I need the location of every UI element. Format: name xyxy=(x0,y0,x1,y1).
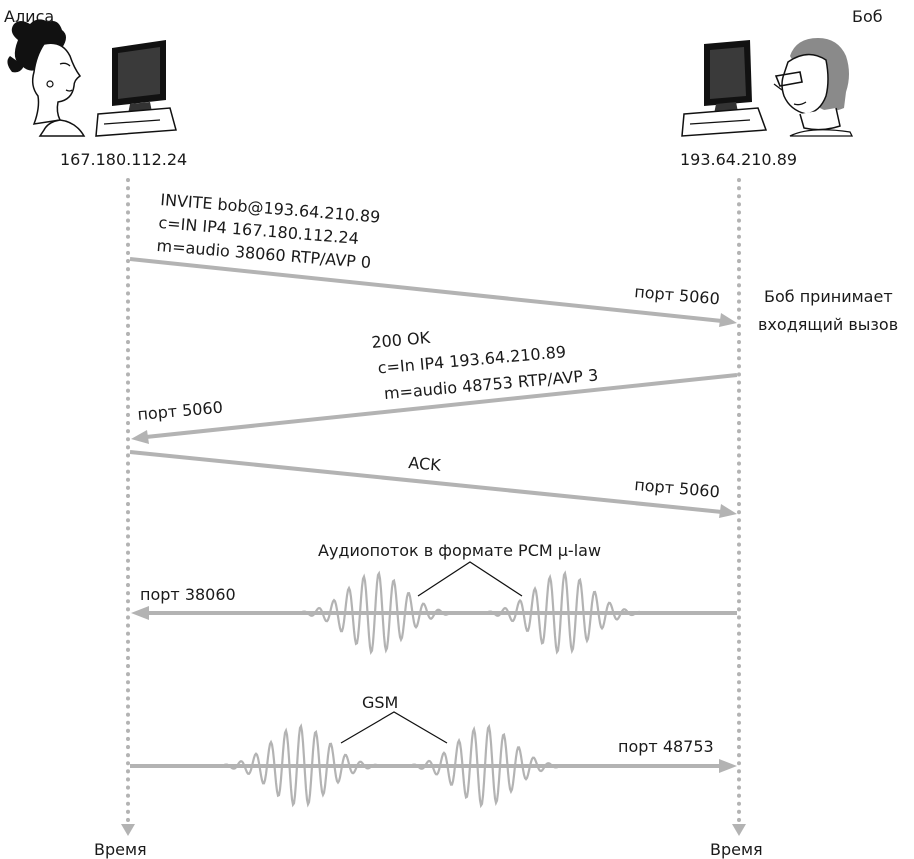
bob-accepts-line-2: входящий вызов xyxy=(758,315,898,334)
ack-port: порт 5060 xyxy=(634,475,721,501)
alice-person-icon xyxy=(7,19,86,137)
gsm-stream-arrowhead xyxy=(719,759,737,773)
ok-port: порт 5060 xyxy=(137,398,224,424)
invite-message-text: INVITE bob@193.64.210.89 c=IN IP4 167.18… xyxy=(156,190,381,272)
alice-time-arrowhead xyxy=(121,824,135,836)
bob-ip: 193.64.210.89 xyxy=(680,150,797,169)
gsm-waveform-1 xyxy=(221,723,379,808)
bob-time-label: Время xyxy=(710,840,763,859)
ack-arrow xyxy=(129,450,723,514)
bob-name: Боб xyxy=(852,7,883,26)
alice-ip: 167.180.112.24 xyxy=(60,150,187,169)
bob-person-icon xyxy=(773,38,854,137)
pcm-stream-port: порт 38060 xyxy=(140,585,236,604)
ok-arrowhead xyxy=(131,430,149,444)
gsm-stream-port: порт 48753 xyxy=(618,737,714,756)
pcm-waveform-2 xyxy=(485,570,641,655)
ack-label: ACK xyxy=(408,453,442,475)
pcm-label-bracket xyxy=(417,561,523,597)
alice-time-label: Время xyxy=(94,840,147,859)
gsm-label-bracket xyxy=(340,711,448,744)
bob-time-arrowhead xyxy=(732,824,746,836)
pcm-waveform-1 xyxy=(299,570,453,656)
alice-computer-icon xyxy=(95,40,177,137)
ok-arrow xyxy=(145,373,738,439)
ok-message-text: 200 OK c=In IP4 193.64.210.89 m=audio 48… xyxy=(371,328,599,403)
invite-port: порт 5060 xyxy=(634,282,721,308)
bob-computer-icon xyxy=(681,40,768,137)
ok-line-1: 200 OK xyxy=(371,328,432,352)
pcm-stream-label: Аудиопоток в формате PCM µ-law xyxy=(318,541,601,560)
invite-arrow xyxy=(129,257,723,323)
gsm-stream-label: GSM xyxy=(362,693,398,712)
bob-accepts-line-1: Боб принимает xyxy=(764,287,893,306)
invite-arrowhead xyxy=(719,313,737,327)
pcm-stream-arrowhead xyxy=(131,606,149,620)
ack-arrowhead xyxy=(719,504,737,518)
